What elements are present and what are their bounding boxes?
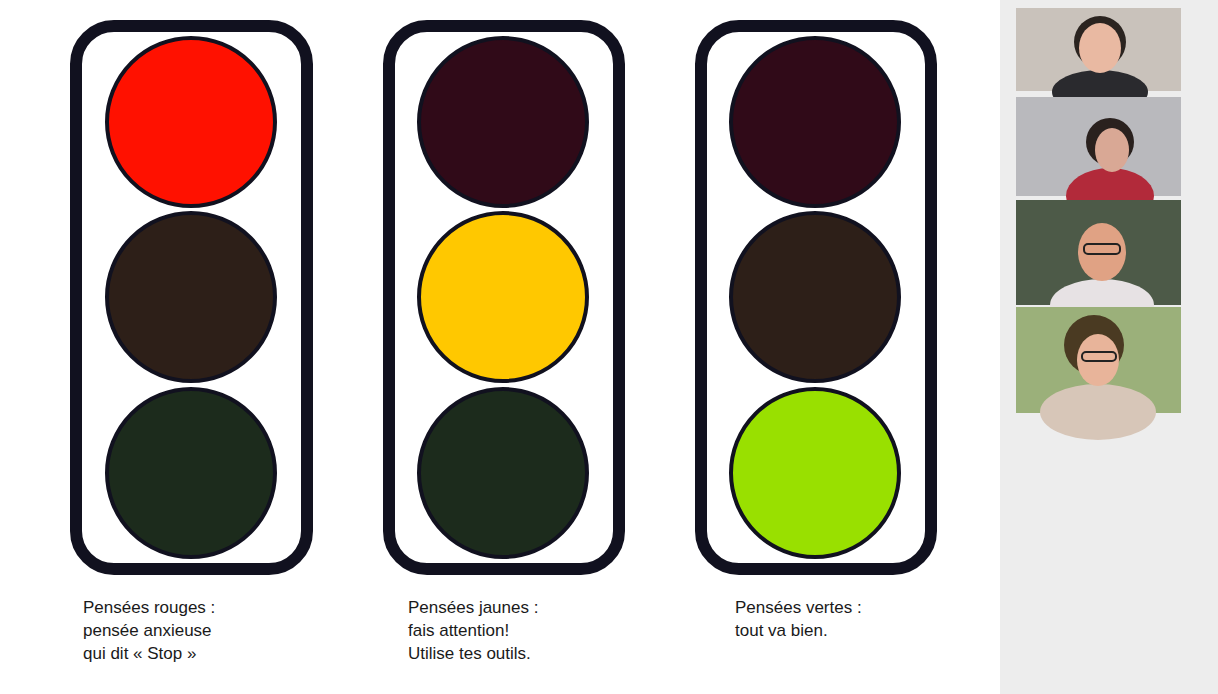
caption-body: fais attention! Utilise tes outils. — [408, 619, 548, 665]
person-face — [1077, 334, 1119, 386]
caption-heading: Pensées rouges : — [83, 596, 243, 619]
amber-lamp-off — [731, 213, 899, 381]
traffic-light-housing — [76, 26, 307, 569]
person-face — [1078, 223, 1126, 281]
caption-body: tout va bien. — [735, 619, 905, 642]
slide-ground — [0, 0, 1000, 694]
green-lamp-off — [107, 389, 275, 557]
green-lamp-on — [731, 389, 899, 557]
video-thumbnail — [1016, 307, 1181, 440]
person-body — [1040, 384, 1156, 440]
person-face — [1079, 23, 1121, 73]
red-lamp-on — [107, 38, 275, 206]
amber-lamp-off — [107, 213, 275, 381]
caption-heading: Pensées jaunes : — [408, 596, 578, 619]
person-glasses — [1084, 244, 1120, 254]
red-lamp-off — [419, 38, 587, 206]
person-face — [1095, 128, 1129, 172]
caption-body: pensée anxieuse qui dit « Stop » — [83, 619, 228, 665]
red-lamp-off — [731, 38, 899, 206]
caption-heading: Pensées vertes : — [735, 596, 905, 619]
person-glasses — [1082, 352, 1116, 361]
green-lamp-off — [419, 389, 587, 557]
traffic-light-housing — [389, 26, 619, 569]
traffic-light-housing — [701, 26, 931, 569]
amber-lamp-on — [419, 213, 587, 381]
